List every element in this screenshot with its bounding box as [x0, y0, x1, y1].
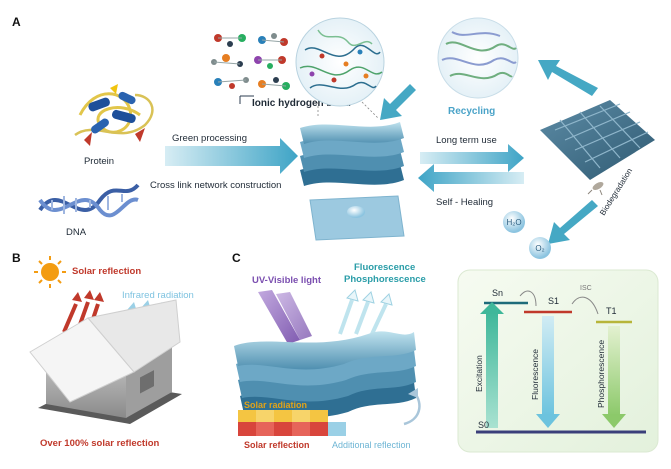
recycling-arrow-up	[538, 60, 598, 96]
additional-reflection-label: Additional reflection	[332, 440, 411, 450]
o2-label: O₂	[535, 244, 544, 253]
panel-a-letter: A	[12, 15, 21, 29]
zoom-guide-right	[361, 101, 379, 119]
self-healing-label: Self - Healing	[436, 197, 493, 208]
infrared-radiation-label: Infrared radiation	[122, 290, 194, 301]
recycled-fibers-circle	[437, 17, 519, 99]
phosphorescence-arrow	[608, 326, 620, 416]
fluorescence-title-line1: Fluorescence	[354, 262, 415, 273]
excitation-arrow	[486, 312, 498, 428]
over-100-label: Over 100% solar reflection	[40, 438, 160, 449]
fluorescence-arrow	[542, 316, 554, 416]
recycling-arrow-down	[380, 84, 416, 120]
h2o-bubble: H₂O	[503, 211, 525, 233]
house-illustration	[29, 299, 182, 424]
excitation-arrowhead	[480, 302, 504, 314]
stacked-film-c	[234, 331, 416, 418]
woven-fabric	[540, 100, 655, 180]
solar-reflection-label-b: Solar reflection	[72, 266, 141, 277]
panel-b-letter: B	[12, 251, 21, 265]
solar-reflection-bar	[238, 422, 346, 436]
green-processing-arrow	[165, 138, 298, 174]
long-term-use-label: Long term use	[436, 135, 497, 146]
biodegradation-label: Biodegradation	[598, 167, 634, 217]
excitation-label: Excitation	[474, 355, 484, 392]
o2-bubble: O₂	[529, 237, 551, 259]
long-term-use-arrow	[420, 144, 524, 172]
dna-label: DNA	[66, 227, 87, 238]
protein-illustration	[74, 84, 154, 146]
sn-label: Sn	[492, 288, 503, 298]
uv-visible-label: UV-Visible light	[252, 275, 322, 286]
network-zoom-circle	[295, 17, 385, 107]
h2o-label: H₂O	[506, 218, 521, 227]
dna-illustration	[38, 183, 140, 218]
recycling-label: Recycling	[448, 106, 495, 117]
solar-reflection-label-c: Solar reflection	[244, 440, 310, 450]
phosphorescence-label: Phosphorescence	[596, 340, 606, 408]
jablonski-diagram	[457, 269, 659, 453]
biodegradation-arrow	[548, 200, 598, 244]
ionic-bond-label: Ionic hydrogen bond	[252, 98, 351, 109]
hydrophobic-film	[309, 195, 405, 241]
isc-label: ISC	[580, 285, 592, 292]
fluorescence-arrowhead	[536, 414, 560, 428]
bug-icon	[587, 182, 604, 196]
cross-link-label: Cross link network construction	[150, 180, 281, 191]
s0-label: S0	[478, 420, 489, 430]
additional-reflection-arrowhead	[408, 388, 418, 398]
protein-label: Protein	[84, 156, 114, 167]
self-healing-arrow	[418, 164, 524, 192]
green-processing-label: Green processing	[172, 133, 247, 144]
s1-label: S1	[548, 296, 559, 306]
sun-icon	[34, 256, 66, 288]
isc-curve	[571, 296, 599, 315]
phosphorescence-arrowhead	[602, 414, 626, 428]
panel-c-letter: C	[232, 251, 241, 265]
emission-arrows	[338, 289, 393, 335]
phosphorescence-title-line2: Phosphorescence	[344, 274, 426, 285]
solar-radiation-label: Solar radiation	[244, 400, 307, 410]
solar-radiation-bar	[238, 410, 328, 422]
uv-light-beams	[258, 290, 312, 344]
ic-curve	[519, 290, 537, 307]
t1-label: T1	[606, 306, 617, 316]
molecule-schematic	[211, 33, 290, 104]
stacked-film	[300, 122, 404, 186]
fluorescence-label: Fluorescence	[530, 349, 540, 400]
